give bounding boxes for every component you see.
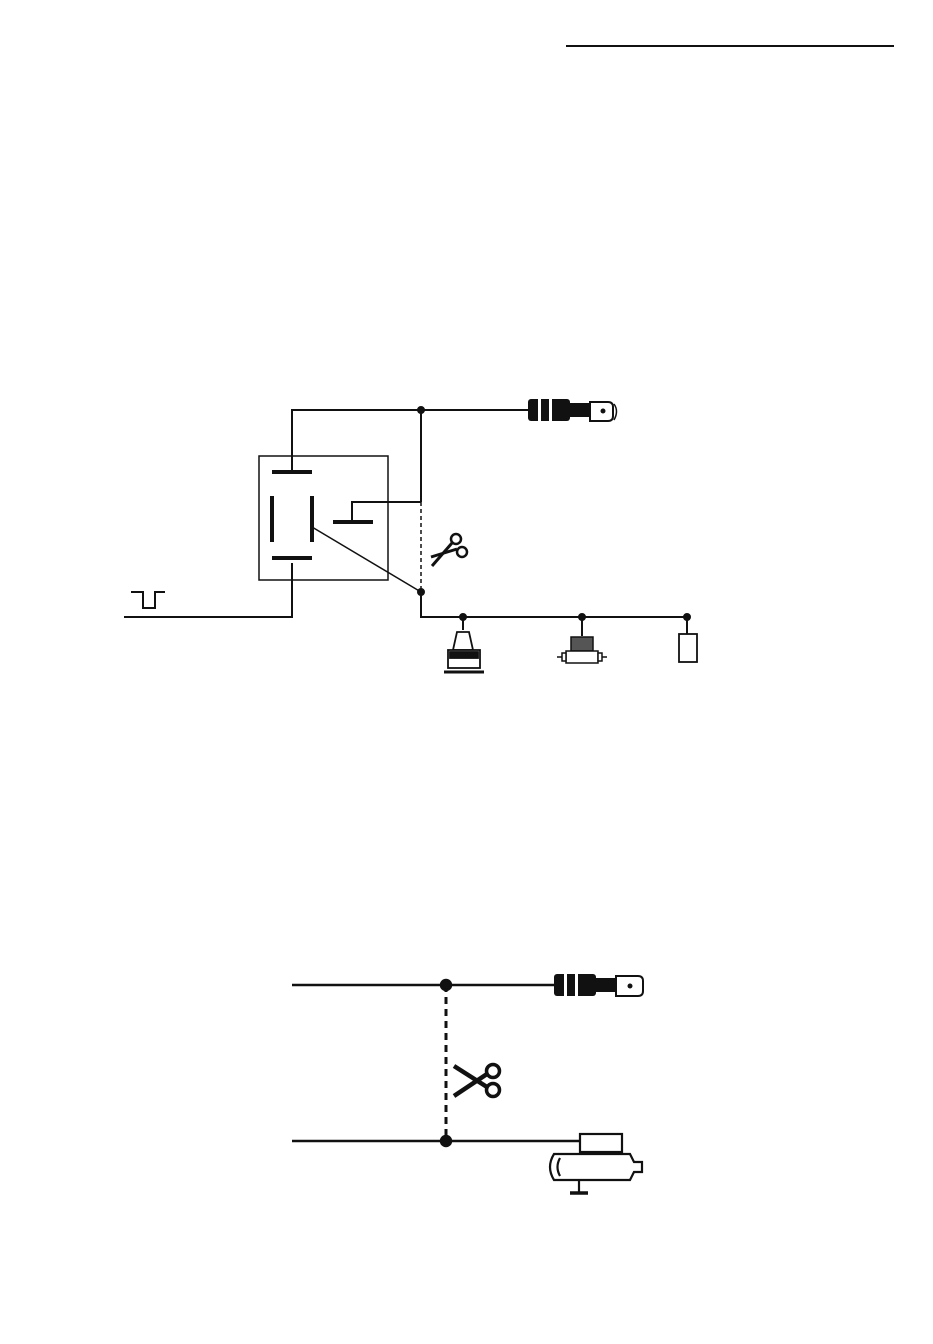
relay-supply-wire [292, 410, 530, 470]
pulse-input-signal-icon [131, 592, 165, 608]
junction-dot [441, 980, 451, 990]
starter-wiring-diagram [292, 980, 580, 1146]
load-bus-wire [421, 592, 687, 617]
relay-wiring-diagram [124, 407, 690, 636]
ignition-coil-icon [444, 632, 484, 672]
junction-dot [441, 1136, 451, 1146]
scissors-icon [431, 534, 467, 566]
fuel-pump-solenoid-icon [557, 637, 607, 663]
relay-arm-wire [352, 502, 421, 522]
ignition-key-icon [554, 972, 643, 998]
connector-terminal-icon [679, 634, 697, 662]
starter-motor-icon [550, 1134, 642, 1193]
relay-diagonal-wire [312, 527, 421, 592]
scissors-icon [454, 1065, 500, 1097]
ignition-key-icon [528, 397, 617, 423]
